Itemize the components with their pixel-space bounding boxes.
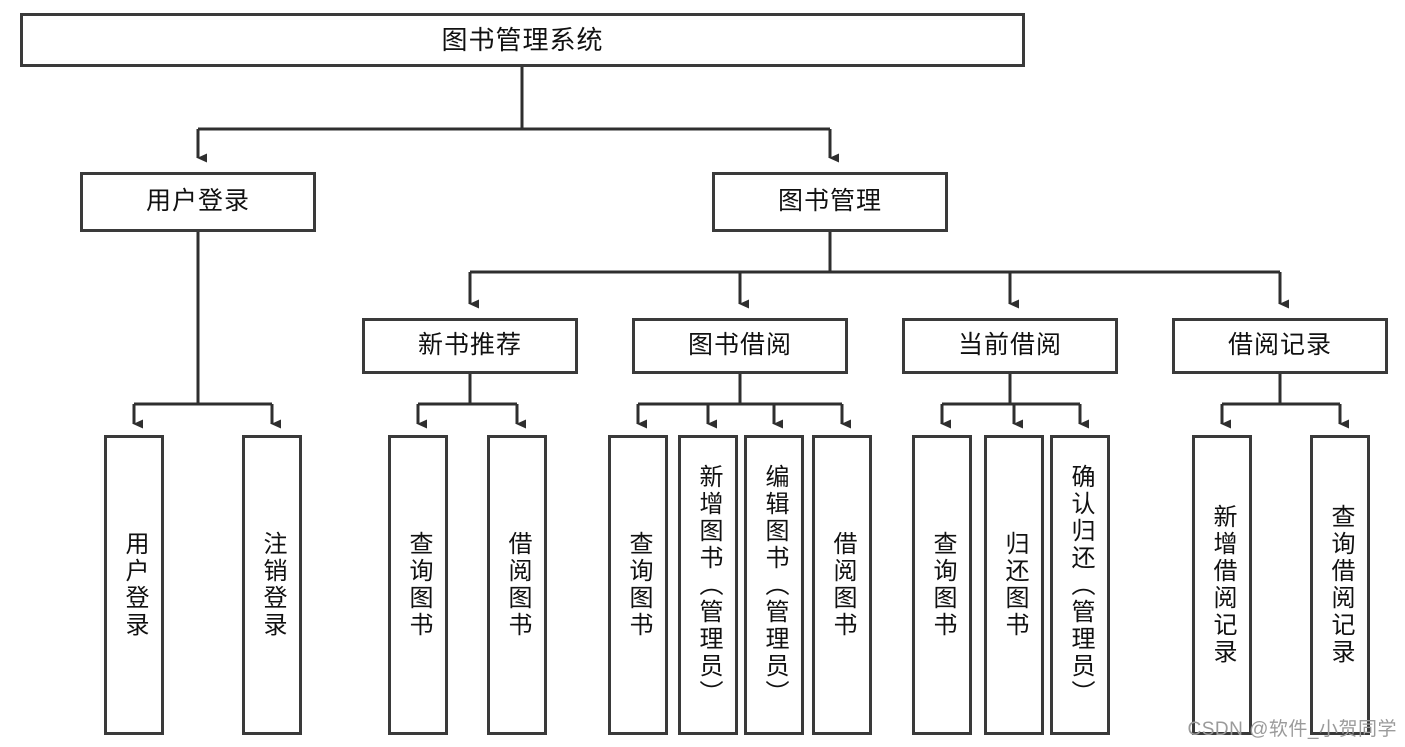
node-label: 归还图书 [1001,531,1028,639]
node-label: 新增借阅记录 [1209,504,1236,666]
node-leaf-query-book-3[interactable]: 查询图书 [912,435,972,735]
node-label: 用户登录 [145,187,250,216]
node-label: 图书管理系统 [441,24,604,55]
node-leaf-query-book-2[interactable]: 查询图书 [608,435,668,735]
csdn-watermark: CSDN @软件_小贺同学 [1187,719,1397,740]
node-borrowing-records[interactable]: 借阅记录 [1172,318,1388,374]
node-book-management[interactable]: 图书管理 [712,172,948,232]
node-label: 查询图书 [405,531,432,639]
node-label: 借阅记录 [1227,331,1332,360]
node-label: 新增图书（管理员） [695,463,722,707]
node-label: 确认归还（管理员） [1067,463,1094,707]
node-label: 图书管理 [777,187,882,216]
node-leaf-edit-book[interactable]: 编辑图书（管理员） [744,435,804,735]
node-leaf-borrow-book-2[interactable]: 借阅图书 [812,435,872,735]
node-label: 当前借阅 [957,331,1062,360]
node-leaf-query-record[interactable]: 查询借阅记录 [1310,435,1370,735]
node-label: 查询图书 [625,531,652,639]
node-leaf-add-book[interactable]: 新增图书（管理员） [678,435,738,735]
node-leaf-user-login[interactable]: 用户登录 [104,435,164,735]
node-label: 查询借阅记录 [1327,504,1354,666]
node-label: 新书推荐 [417,331,522,360]
node-label: 图书借阅 [687,331,792,360]
node-leaf-borrow-book-1[interactable]: 借阅图书 [487,435,547,735]
node-leaf-return-book[interactable]: 归还图书 [984,435,1044,735]
node-label: 注销登录 [259,531,286,639]
node-leaf-confirm-return[interactable]: 确认归还（管理员） [1050,435,1110,735]
node-leaf-logout[interactable]: 注销登录 [242,435,302,735]
node-new-book-recommendation[interactable]: 新书推荐 [362,318,578,374]
node-root-system[interactable]: 图书管理系统 [20,13,1025,67]
node-current-borrowing[interactable]: 当前借阅 [902,318,1118,374]
node-leaf-add-record[interactable]: 新增借阅记录 [1192,435,1252,735]
node-label: 借阅图书 [829,531,856,639]
node-leaf-query-book-1[interactable]: 查询图书 [388,435,448,735]
node-label: 用户登录 [121,531,148,639]
node-label: 借阅图书 [504,531,531,639]
node-label: 编辑图书（管理员） [761,463,788,707]
node-label: 查询图书 [929,531,956,639]
node-user-login[interactable]: 用户登录 [80,172,316,232]
node-book-borrowing[interactable]: 图书借阅 [632,318,848,374]
